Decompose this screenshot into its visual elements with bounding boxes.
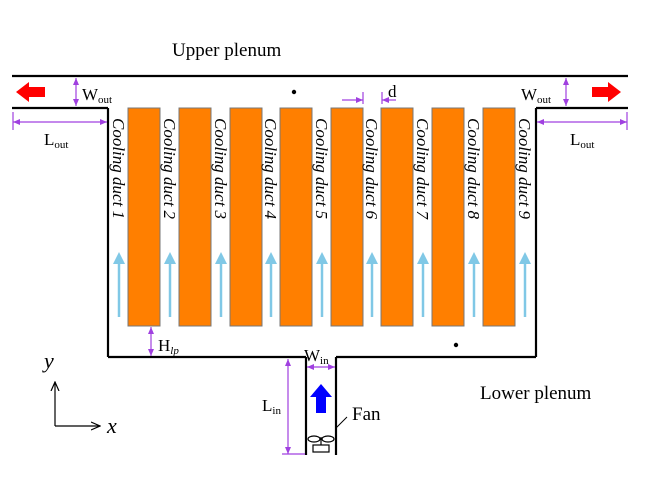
duct-label-5: Cooling duct 5: [312, 118, 331, 219]
heated-block-7: [431, 107, 465, 327]
upper-plenum-label: Upper plenum: [172, 40, 281, 61]
l-in-label: Lin: [262, 396, 281, 417]
heated-block-5: [330, 107, 364, 327]
x-axis-label: x: [106, 413, 117, 438]
outlet-left-arrow-icon: [16, 82, 45, 102]
duct-label-3: Cooling duct 3: [211, 118, 230, 219]
w-in-label: Win: [304, 346, 329, 367]
duct-label-7: Cooling duct 7: [413, 118, 432, 221]
flow-arrow-4: [265, 252, 277, 317]
heated-block-3: [229, 107, 263, 327]
w-out-right-label: Wout: [521, 85, 551, 106]
duct-label-9: Cooling duct 9: [515, 118, 534, 220]
flow-arrow-9: [519, 252, 531, 317]
fan-leader-line: [335, 416, 348, 429]
outlet-right-arrow-icon: [592, 82, 621, 102]
duct-label-1: Cooling duct 1: [109, 118, 128, 219]
inlet-arrow-icon: [310, 384, 332, 413]
flow-arrow-2: [164, 252, 176, 317]
flow-arrow-3: [215, 252, 227, 317]
heated-block-6: [380, 107, 414, 327]
w-out-left-label: Wout: [82, 85, 112, 106]
flow-arrow-5: [316, 252, 328, 317]
flow-arrow-7: [417, 252, 429, 317]
flow-arrow-8: [468, 252, 480, 317]
heated-block-1: [127, 107, 161, 327]
fan-icon: [307, 435, 335, 453]
lower-plenum-marker: [453, 342, 459, 348]
h-lp-label: Hlp: [158, 336, 179, 357]
heated-block-2: [178, 107, 212, 327]
l-out-left-label: Lout: [44, 130, 68, 151]
duct-label-6: Cooling duct 6: [362, 118, 381, 220]
l-out-right-label: Lout: [570, 130, 594, 151]
heated-blocks: [127, 107, 516, 327]
fan-label: Fan: [352, 404, 381, 425]
lower-plenum-label: Lower plenum: [480, 383, 592, 404]
d-label: d: [388, 82, 397, 101]
duct-label-2: Cooling duct 2: [160, 118, 179, 220]
flow-arrows: [113, 252, 531, 317]
upper-plenum-marker: [291, 89, 297, 95]
flow-arrow-1: [113, 252, 125, 317]
duct-labels: Cooling duct 1 Cooling duct 2 Cooling du…: [109, 118, 534, 221]
duct-label-8: Cooling duct 8: [464, 118, 483, 220]
duct-label-4: Cooling duct 4: [261, 118, 280, 220]
heated-block-8: [482, 107, 516, 327]
heated-block-4: [279, 107, 313, 327]
y-axis-label: y: [42, 348, 54, 373]
flow-arrow-6: [366, 252, 378, 317]
